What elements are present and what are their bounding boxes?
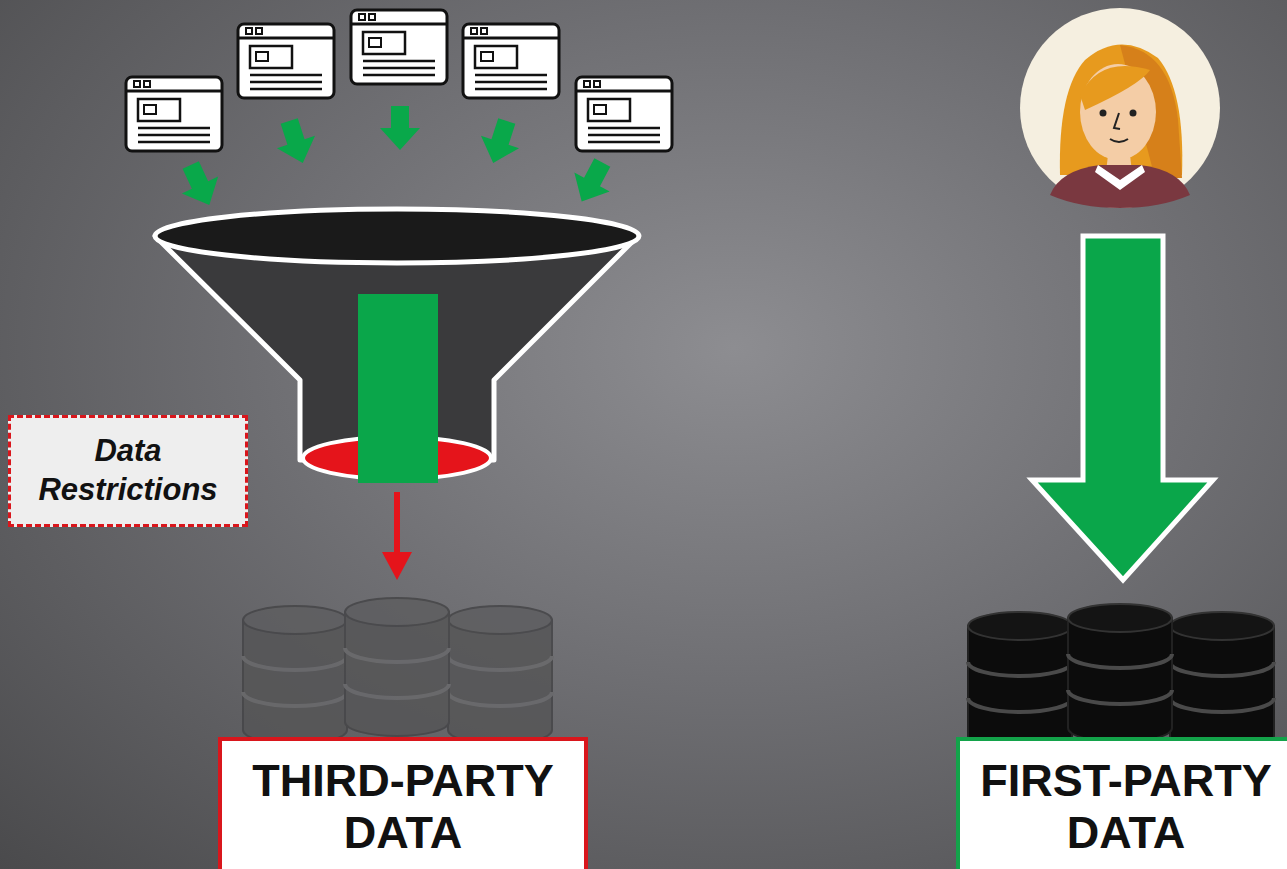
person-avatar-part [1100, 110, 1107, 117]
person-avatar-part [1095, 165, 1145, 190]
input-arrows [173, 106, 620, 213]
restriction-note: Data Restrictions [8, 415, 248, 527]
restricted-arrow-part [382, 552, 412, 580]
input-arrows-part [380, 106, 420, 150]
webpage-icons-part [463, 24, 559, 98]
first-party-arrow-part [1032, 236, 1213, 580]
first-party-arrow [1032, 236, 1213, 580]
person-avatar-part [1080, 66, 1150, 110]
person-avatar-part [1114, 113, 1120, 129]
first-party-databases-part [1068, 604, 1172, 742]
node-label: Data Restrictions [19, 432, 237, 510]
person-avatar-part [1020, 8, 1220, 208]
webpage-icons-part [126, 77, 222, 151]
webpage-icons-part [238, 24, 334, 98]
third-party-databases-part [345, 598, 449, 736]
first-party-databases [968, 604, 1274, 750]
person-avatar-part [1050, 165, 1190, 208]
webpage-icons-part [351, 10, 447, 84]
first-party-databases-part [1170, 612, 1274, 750]
input-arrows-part [564, 153, 620, 211]
third-party-databases-part [243, 606, 347, 744]
funnel-part [358, 294, 438, 483]
person-avatar [1020, 8, 1220, 208]
third-party-databases-part [448, 606, 552, 744]
node-label: FIRST-PARTY DATA [968, 755, 1284, 859]
data-source-box: FIRST-PARTY DATA [956, 737, 1287, 869]
restricted-arrow-part [394, 492, 400, 554]
webpage-icons [126, 10, 672, 151]
input-arrows-part [270, 115, 322, 169]
webpage-icons-part [576, 77, 672, 151]
input-arrows-part [173, 157, 228, 214]
node-label: THIRD-PARTY DATA [230, 755, 576, 859]
input-arrows-part [474, 115, 526, 169]
third-party-databases [243, 598, 552, 744]
person-avatar-part [1080, 64, 1156, 160]
data-source-box: THIRD-PARTY DATA [218, 737, 588, 869]
funnel-part [155, 209, 639, 263]
first-party-databases-part [968, 612, 1072, 750]
person-avatar-part [1110, 139, 1128, 142]
person-avatar-part [1130, 110, 1137, 117]
restricted-arrow [382, 492, 412, 580]
